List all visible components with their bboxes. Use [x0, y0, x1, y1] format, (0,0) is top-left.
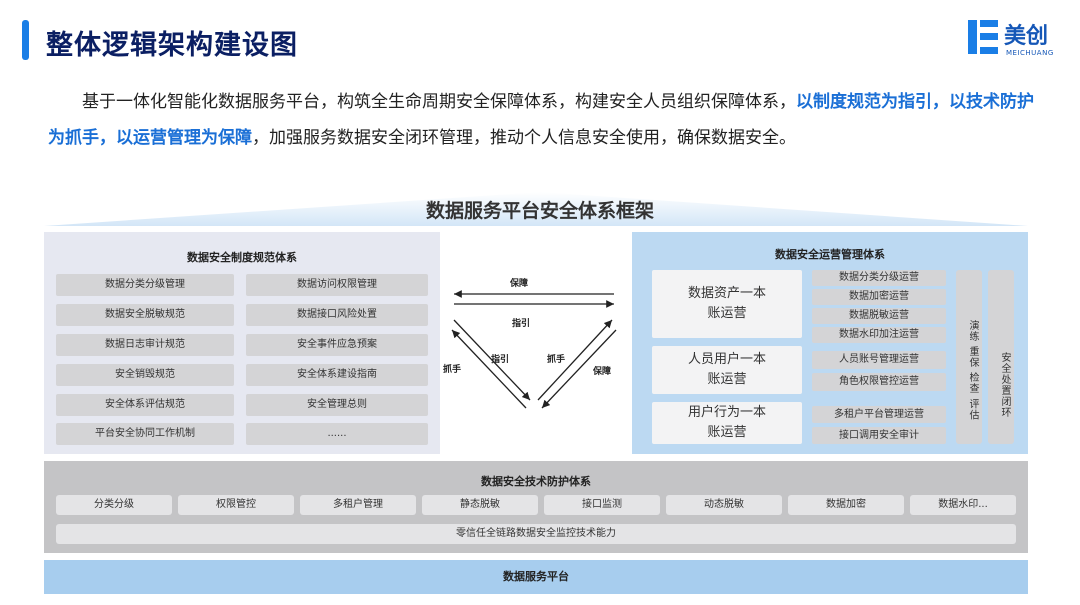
policy-item: 数据访问权限管理: [246, 274, 428, 296]
policy-item: 安全管理总则: [246, 394, 428, 416]
policy-item: 安全事件应急预案: [246, 334, 428, 356]
ops-item: 角色权限管控运营: [812, 373, 946, 391]
tech-item: 数据加密: [788, 495, 904, 515]
arrow-left-up: [451, 329, 527, 409]
policy-item: 安全销毁规范: [56, 364, 234, 386]
logo-subtext: MEICHUANG: [1006, 49, 1054, 57]
framework-title: 数据服务平台安全体系框架: [425, 200, 654, 222]
label-protect-top: 保障: [510, 279, 529, 289]
ops-item: 多租户平台管理运营: [812, 406, 946, 423]
policy-item: 安全体系建设指南: [246, 364, 428, 386]
ops-item: 人员账号管理运营: [812, 351, 946, 369]
tech-item: 静态脱敏: [422, 495, 538, 515]
page-title: 整体逻辑架构建设图: [46, 30, 298, 61]
ops-group-user: 人员用户一本账运营: [652, 346, 802, 394]
tech-item: 接口监测: [544, 495, 660, 515]
relation-arrows: [451, 290, 617, 409]
ops-closed-loop-column: 安全处置闭环: [988, 270, 1014, 444]
policy-item: 数据安全脱敏规范: [56, 304, 234, 326]
arrow-left-down: [453, 319, 531, 401]
label-protect-right: 保障: [593, 367, 612, 377]
label-guide-left: 指引: [491, 355, 510, 365]
label-grip-right: 抓手: [547, 355, 566, 365]
tech-item: 权限管控: [178, 495, 294, 515]
ops-group-data-asset: 数据资产一本账运营: [652, 270, 802, 338]
company-logo: 美创 MEICHUANG: [968, 18, 1068, 62]
arrow-right-down: [541, 329, 617, 409]
ops-item: 数据加密运营: [812, 289, 946, 305]
arrow-right-up: [537, 319, 613, 401]
ops-item: 数据分类分级运营: [812, 270, 946, 286]
policy-item: 数据接口风险处置: [246, 304, 428, 326]
title-accent-bar: [22, 20, 29, 60]
policy-item: 平台安全协同工作机制: [56, 423, 234, 445]
policy-item: ......: [246, 423, 428, 445]
logo-mark-icon: [968, 20, 998, 54]
tech-item: 分类分级: [56, 495, 172, 515]
relation-panel: [440, 232, 632, 454]
tech-item: 数据水印...: [910, 495, 1016, 515]
tech-item: 动态脱敏: [666, 495, 782, 515]
ops-drill-column: 演练 重保 检查 评估: [956, 270, 982, 444]
label-grip-left: 抓手: [443, 365, 462, 375]
base-platform: 数据服务平台: [44, 560, 1028, 594]
ops-system-title: 数据安全运营管理体系: [775, 248, 885, 261]
ops-item: 数据水印加注运营: [812, 327, 946, 343]
logo-text: 美创: [1004, 24, 1049, 49]
tech-system-title: 数据安全技术防护体系: [481, 475, 591, 488]
policy-item: 数据分类分级管理: [56, 274, 234, 296]
policy-item: 安全体系评估规范: [56, 394, 234, 416]
ops-group-behavior: 用户行为一本账运营: [652, 402, 802, 444]
tech-capability-bar: 零信任全链路数据安全监控技术能力: [56, 524, 1016, 544]
intro-highlight: 以制度规范为指引，以技术防护为抓手，以运营管理为保障: [48, 92, 1034, 148]
label-guide-top: 指引: [512, 319, 531, 329]
policy-item: 数据日志审计规范: [56, 334, 234, 356]
policy-system-title: 数据安全制度规范体系: [187, 251, 297, 264]
intro-paragraph: 基于一体化智能化数据服务平台，构筑全生命周期安全保障体系，构建安全人员组织保障体…: [48, 84, 1038, 156]
intro-text-2: ，加强服务数据安全闭环管理，推动个人信息安全使用，确保数据安全。: [252, 128, 796, 148]
intro-text-1: 基于一体化智能化数据服务平台，构筑全生命周期安全保障体系，构建安全人员组织保障体…: [82, 92, 796, 112]
ops-item: 接口调用安全审计: [812, 427, 946, 444]
ops-item: 数据脱敏运营: [812, 308, 946, 324]
tech-item: 多租户管理: [300, 495, 416, 515]
